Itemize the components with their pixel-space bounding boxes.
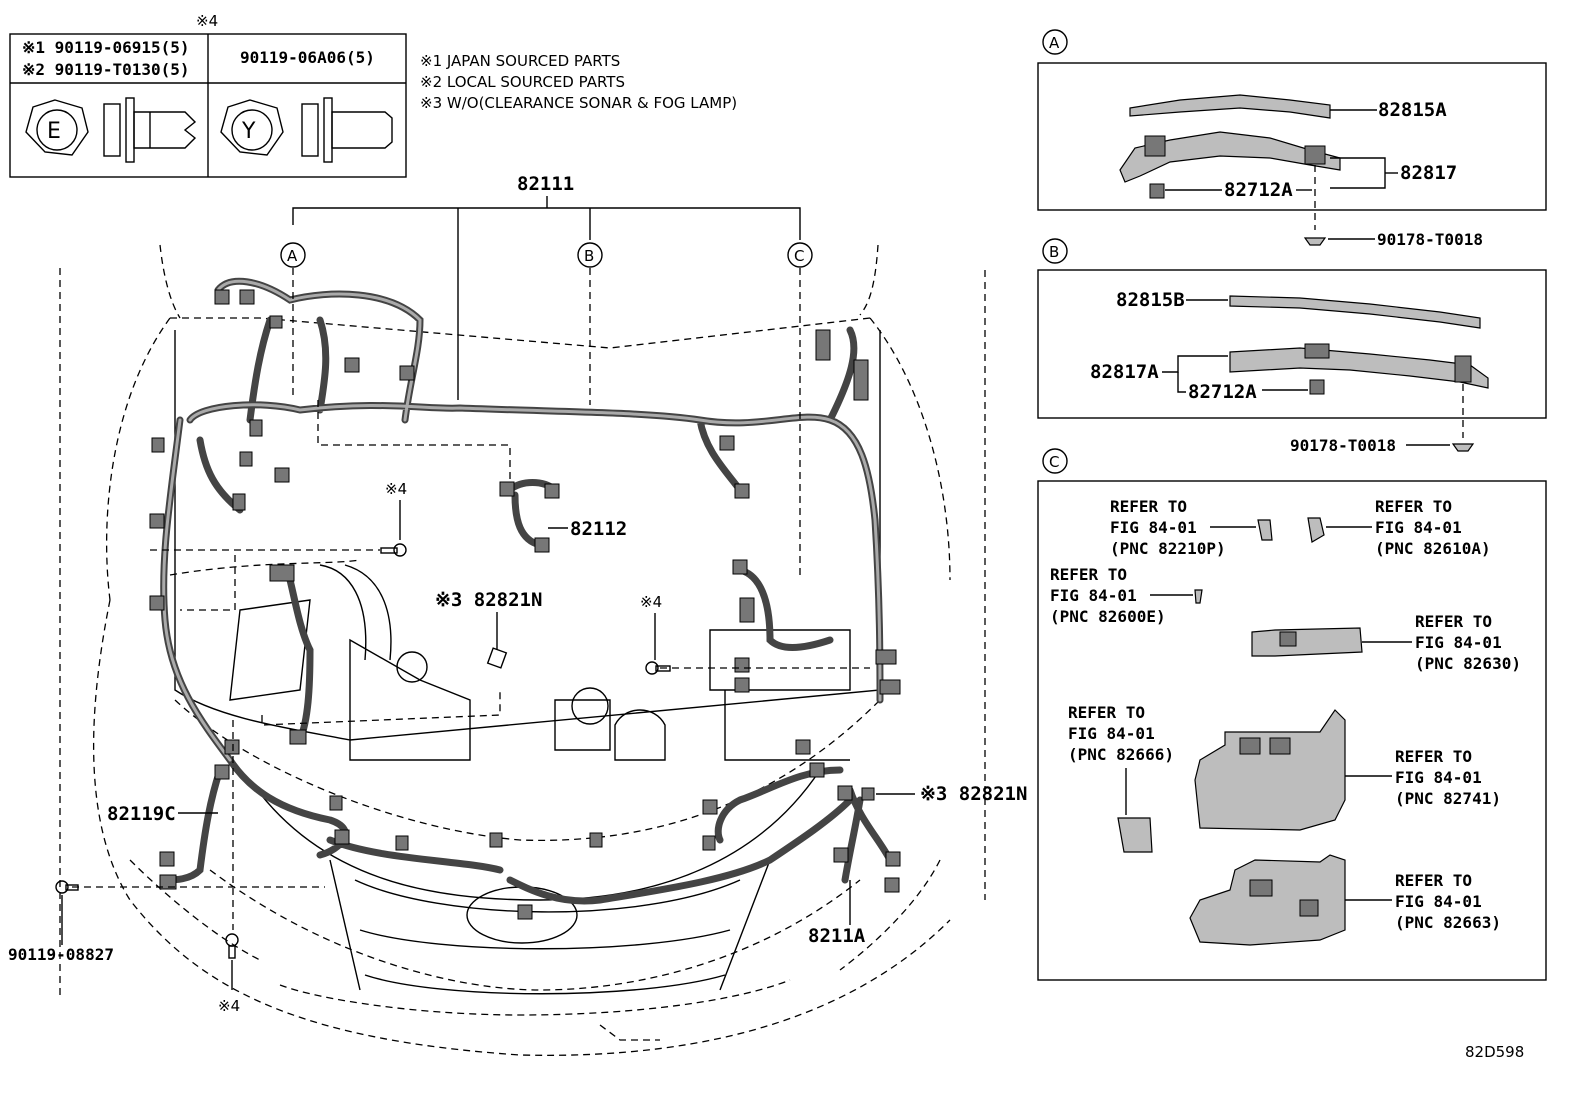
bolt-y-icon: Y	[220, 97, 393, 163]
ref5-pnc: (PNC 82666)	[1068, 745, 1174, 764]
ref1-pnc: (PNC 82210P)	[1110, 539, 1226, 558]
ref6-pnc: (PNC 82741)	[1395, 789, 1501, 808]
detail-panel-b: B 82815B 82817A 82712A 90178-T0018	[1037, 238, 1547, 455]
svg-text:A: A	[287, 247, 298, 265]
ref7-refer: REFER TO	[1395, 871, 1472, 890]
ref2-fig: FIG 84-01	[1375, 518, 1462, 537]
ref1-fig: FIG 84-01	[1110, 518, 1197, 537]
notes: ※1 JAPAN SOURCED PARTS ※2 LOCAL SOURCED …	[420, 52, 737, 112]
ref1-refer: REFER TO	[1110, 497, 1187, 516]
ref4-pnc: (PNC 82630)	[1415, 654, 1521, 673]
bolt-table-mark: ※4	[196, 12, 218, 30]
ref7-fig: FIG 84-01	[1395, 892, 1482, 911]
part-82630-icon	[1251, 627, 1363, 657]
ref3-pnc: (PNC 82600E)	[1050, 607, 1166, 626]
ref3-fig: FIG 84-01	[1050, 586, 1137, 605]
bolt-y-symbol: Y	[241, 119, 256, 144]
ref7-pnc: (PNC 82663)	[1395, 913, 1501, 932]
panel-c-letter: C	[1049, 453, 1059, 471]
detail-panel-a: A 82815A 82817 82712A 90178-T0018	[1037, 29, 1547, 249]
ref4-fig: FIG 84-01	[1415, 633, 1502, 652]
harness-8211a-label: 8211A	[808, 925, 866, 947]
bolt-icon-a	[380, 543, 407, 557]
mark4-a: ※4	[385, 480, 407, 498]
bolt-table: ※4 ※1 90119-06915(5) ※2 90119-T0130(5) 9…	[9, 12, 407, 178]
part-82815a-icon	[1129, 94, 1331, 119]
engine-bay-diagram: 82111 A B C 82112 ※3 82821N ※4	[8, 173, 1027, 1056]
part-82741-icon	[1194, 709, 1346, 831]
note-2: ※2 LOCAL SOURCED PARTS	[420, 73, 625, 91]
part-82817-icon	[1119, 131, 1341, 183]
callout-b: B	[577, 242, 603, 268]
panel-a-part-82815a: 82815A	[1378, 99, 1447, 121]
panel-b-letter: B	[1049, 243, 1059, 261]
panel-b-part-90178: 90178-T0018	[1290, 436, 1396, 455]
ref2-refer: REFER TO	[1375, 497, 1452, 516]
bolt-part-e2: ※2 90119-T0130(5)	[22, 60, 190, 79]
callout-c: C	[787, 242, 813, 268]
harness-82111-label: 82111	[517, 173, 574, 195]
mark4-c: ※4	[218, 997, 240, 1015]
panel-a-part-82817: 82817	[1400, 162, 1457, 184]
part-82821n-center-label: ※3 82821N	[435, 589, 542, 611]
panel-a-part-90178: 90178-T0018	[1377, 230, 1483, 249]
part-82815b-icon	[1229, 295, 1481, 329]
bolt-icon-c	[225, 933, 239, 959]
ref5-refer: REFER TO	[1068, 703, 1145, 722]
ref3-refer: REFER TO	[1050, 565, 1127, 584]
svg-text:C: C	[794, 247, 804, 265]
panel-a-letter: A	[1049, 34, 1060, 52]
panel-b-part-82815b: 82815B	[1116, 289, 1185, 311]
part-82666-icon	[1117, 817, 1153, 853]
note-3: ※3 W/O(CLEARANCE SONAR & FOG LAMP)	[420, 94, 737, 112]
part-82600e-icon	[1194, 589, 1203, 604]
bolt-part-e1: ※1 90119-06915(5)	[22, 38, 190, 57]
part-90178-t0018-b-icon	[1451, 443, 1475, 452]
harness-82112-label: 82112	[570, 518, 627, 540]
ref5-fig: FIG 84-01	[1068, 724, 1155, 743]
harness-82119c-label: 82119C	[107, 803, 176, 825]
part-82817a-icon	[1229, 347, 1489, 389]
panel-b-part-82712a: 82712A	[1188, 381, 1257, 403]
part-82712a-b-icon	[1309, 379, 1325, 395]
part-82821n-center-icon	[486, 647, 508, 669]
part-82210p-icon	[1257, 519, 1273, 541]
panel-a-part-82712a: 82712A	[1224, 179, 1293, 201]
callout-a: A	[280, 242, 306, 268]
bolt-90119-08827-label: 90119-08827	[8, 945, 114, 964]
note-1: ※1 JAPAN SOURCED PARTS	[420, 52, 620, 70]
ref4-refer: REFER TO	[1415, 612, 1492, 631]
bolt-e-icon: E	[25, 97, 197, 163]
part-90178-t0018-a-icon	[1303, 237, 1327, 246]
figure-code: 82D598	[1465, 1043, 1524, 1061]
svg-text:B: B	[584, 247, 594, 265]
part-82821n-right-label: ※3 82821N	[920, 783, 1027, 805]
ref2-pnc: (PNC 82610A)	[1375, 539, 1491, 558]
part-82663-icon	[1189, 854, 1346, 946]
bolt-e-symbol: E	[47, 119, 61, 144]
bolt-90119-08827-icon	[55, 880, 79, 894]
detail-panel-c: C REFER TO FIG 84-01 (PNC 82210P) REFER …	[1037, 448, 1547, 981]
ref6-refer: REFER TO	[1395, 747, 1472, 766]
part-82610a-icon	[1307, 517, 1325, 543]
panel-b-part-82817a: 82817A	[1090, 361, 1159, 383]
part-82712a-icon	[1149, 183, 1165, 199]
bolt-part-y: 90119-06A06(5)	[240, 48, 375, 67]
mark4-b: ※4	[640, 593, 662, 611]
ref6-fig: FIG 84-01	[1395, 768, 1482, 787]
bolt-icon-b	[645, 661, 671, 675]
